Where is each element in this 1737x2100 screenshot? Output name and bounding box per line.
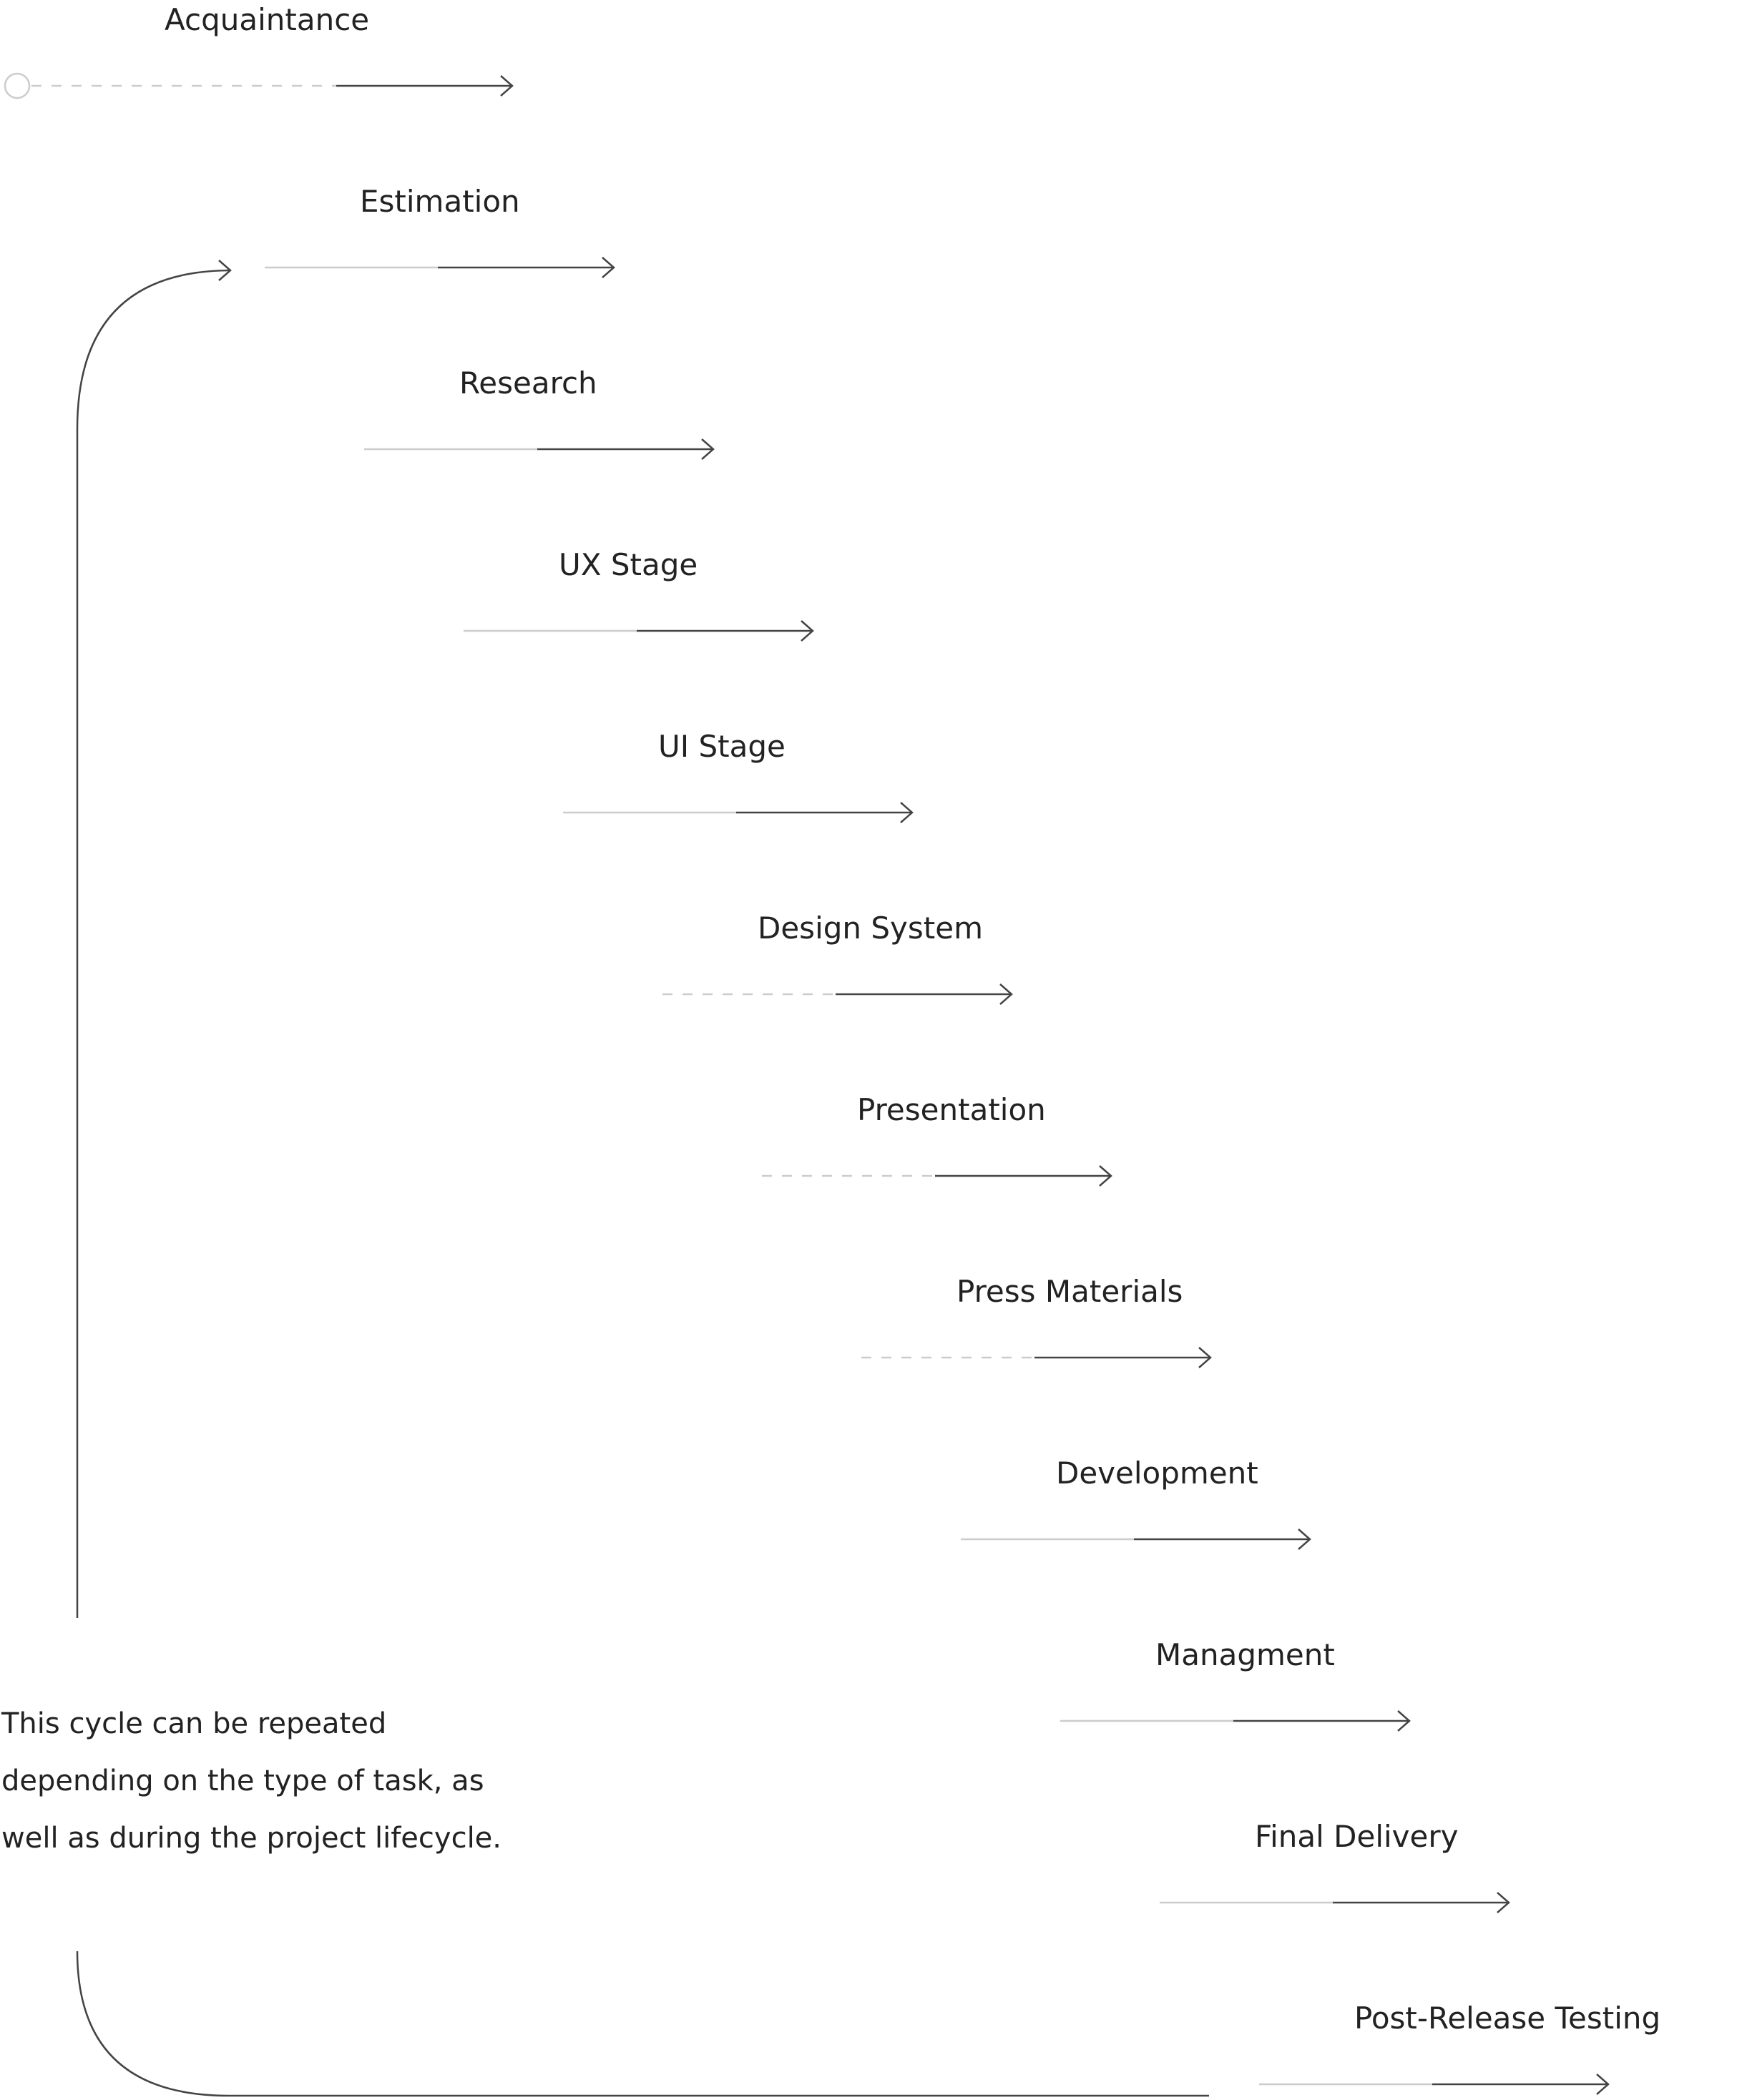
cycle-return-bottom <box>76 1951 1209 2097</box>
stage-label-ux-stage: UX Stage <box>559 547 698 582</box>
stage-research: Research <box>364 365 715 460</box>
cycle-return-arrowhead <box>218 260 232 281</box>
stage-label-estimation: Estimation <box>360 184 520 219</box>
arrowhead-icon <box>1497 1892 1510 1913</box>
stage-design-system: Design System <box>662 911 1013 1005</box>
arrowhead-icon <box>1198 1347 1212 1368</box>
stage-label-acquaintance: Acquaintance <box>165 2 369 37</box>
arrowhead-icon <box>1099 1165 1112 1187</box>
stage-press-materials: Press Materials <box>861 1274 1212 1368</box>
stage-presentation: Presentation <box>762 1092 1112 1187</box>
stage-ux-stage: UX Stage <box>464 547 814 642</box>
arrowhead-icon <box>1298 1529 1311 1550</box>
stage-label-post-release-testing: Post-Release Testing <box>1354 2001 1660 2036</box>
arrowhead-icon <box>701 438 715 460</box>
cycle-note-line-3: well as during the project lifecycle. <box>1 1822 502 1855</box>
stage-final-delivery: Final Delivery <box>1160 1819 1510 1913</box>
stage-development: Development <box>961 1456 1311 1550</box>
start-marker-icon <box>4 72 31 99</box>
stage-label-press-materials: Press Materials <box>956 1274 1183 1309</box>
stage-label-ui-stage: UI Stage <box>658 729 786 764</box>
stage-estimation: Estimation <box>265 184 615 278</box>
cycle-return-vertical <box>76 269 230 1618</box>
stage-label-presentation: Presentation <box>857 1092 1046 1127</box>
stage-label-development: Development <box>1056 1456 1258 1491</box>
stage-ui-stage: UI Stage <box>563 729 914 823</box>
arrowhead-icon <box>900 802 914 823</box>
cycle-note-line-2: depending on the type of task, as <box>1 1765 484 1797</box>
arrowhead-icon <box>801 620 814 642</box>
stage-post-release-testing: Post-Release Testing <box>1259 2001 1660 2095</box>
stage-label-design-system: Design System <box>758 911 983 946</box>
stage-label-final-delivery: Final Delivery <box>1255 1819 1458 1854</box>
arrowhead-icon <box>999 983 1013 1005</box>
stage-label-research: Research <box>459 365 597 401</box>
cycle-note: This cycle can be repeated depending on … <box>1 1695 517 1867</box>
arrowhead-icon <box>602 257 615 278</box>
stage-label-managment: Managment <box>1155 1637 1335 1672</box>
arrowhead-icon <box>1397 1710 1411 1732</box>
arrowhead-icon <box>1596 2074 1610 2095</box>
cycle-note-line-1: This cycle can be repeated <box>1 1707 387 1740</box>
arrowhead-icon <box>500 75 514 97</box>
stage-acquaintance: Acquaintance <box>4 2 514 99</box>
stage-managment: Managment <box>1060 1637 1411 1732</box>
